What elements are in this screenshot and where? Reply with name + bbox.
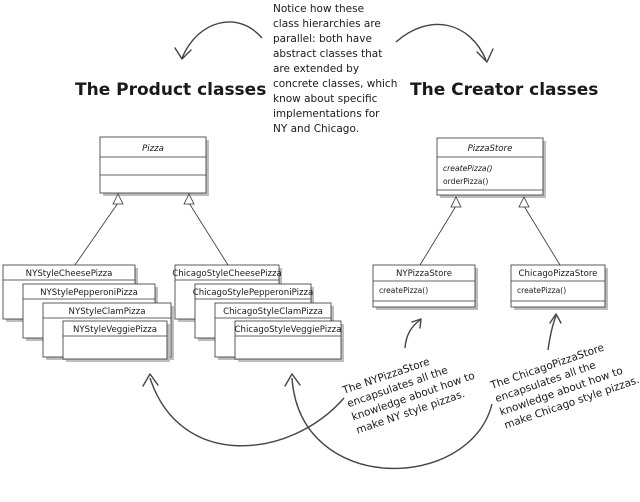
arrowhead [284,373,301,387]
note-to-creator-arrow [395,23,487,61]
chicagopizzastore-class: ChicagoPizzaStore createPizza() [510,264,608,310]
ny-store-note: The NYPizzaStore encapsulates all the kn… [340,356,476,437]
note-line: NY and Chicago. [273,123,359,135]
class-name: ChicagoStyleCheesePizza [172,269,282,279]
ny-note-arrow [404,319,421,349]
note-line: class hierarchies are [273,18,381,30]
pizzastore-class: PizzaStore createPizza() orderPizza() [436,137,546,198]
class-name: NYStyleClamPizza [69,307,146,317]
chicago-note-to-pizzas-arrow [291,377,493,470]
chicago-note-arrow [547,315,557,351]
class-name: ChicagoPizzaStore [519,269,598,279]
nypizzastore-class: NYPizzaStore createPizza() [372,264,478,310]
ny-pizza-stack: NYStyleCheesePizza NYStylePepperoniPizza… [2,264,174,362]
arrowhead [142,373,159,387]
inheritance-arrow [183,193,195,205]
inheritance-arrow [450,196,462,208]
note-to-product-arrow [181,21,263,59]
inheritance-arrow [112,193,124,205]
inheritance-line [188,202,229,266]
note-line: parallel: both have [273,33,372,45]
chicago-pizza-class: ChicagoStyleVeggiePizza [235,320,344,362]
ny-note-to-pizzas-arrow [149,377,345,447]
arrowhead [174,47,192,60]
parallel-hierarchies-note: Notice how these class hierarchies are p… [273,3,397,135]
method-name: orderPizza() [443,177,488,186]
method-name: createPizza() [443,164,493,173]
class-name: NYPizzaStore [396,269,452,279]
note-line: implementations for [273,108,380,120]
arrowhead [476,48,494,63]
inheritance-line [419,205,457,266]
class-name: ChicagoStyleVeggiePizza [235,325,342,335]
note-line: abstract classes that [273,48,382,60]
note-line: Notice how these [273,3,364,15]
class-name: NYStyleVeggiePizza [73,325,157,335]
class-name: ChicagoStyleClamPizza [223,307,323,317]
ny-pizza-class: NYStyleVeggiePizza [62,320,170,362]
chicago-pizza-stack: ChicagoStyleCheesePizza ChicagoStylePepp… [172,264,344,362]
class-name: Pizza [142,144,164,154]
product-classes-heading: The Product classes [75,80,266,100]
class-name: NYStylePepperoniPizza [40,288,138,298]
method-name: createPizza() [379,286,428,295]
method-name: createPizza() [517,286,566,295]
arrowhead [549,313,562,324]
note-line: concrete classes, which [273,78,397,90]
note-line: know about specific [273,93,378,105]
creator-classes-heading: The Creator classes [410,80,598,100]
chicago-store-note: The ChicagoPizzaStore encapsulates all t… [488,342,640,432]
arrowhead [411,318,422,329]
pizza-class: Pizza [99,136,209,196]
note-line: are extended by [273,63,359,75]
class-name: NYStyleCheesePizza [26,269,113,279]
inheritance-arrow [518,196,530,208]
inheritance-line [523,205,561,266]
class-name: PizzaStore [468,144,513,154]
inheritance-line [74,202,119,266]
class-name: ChicagoStylePepperoniPizza [193,288,314,298]
